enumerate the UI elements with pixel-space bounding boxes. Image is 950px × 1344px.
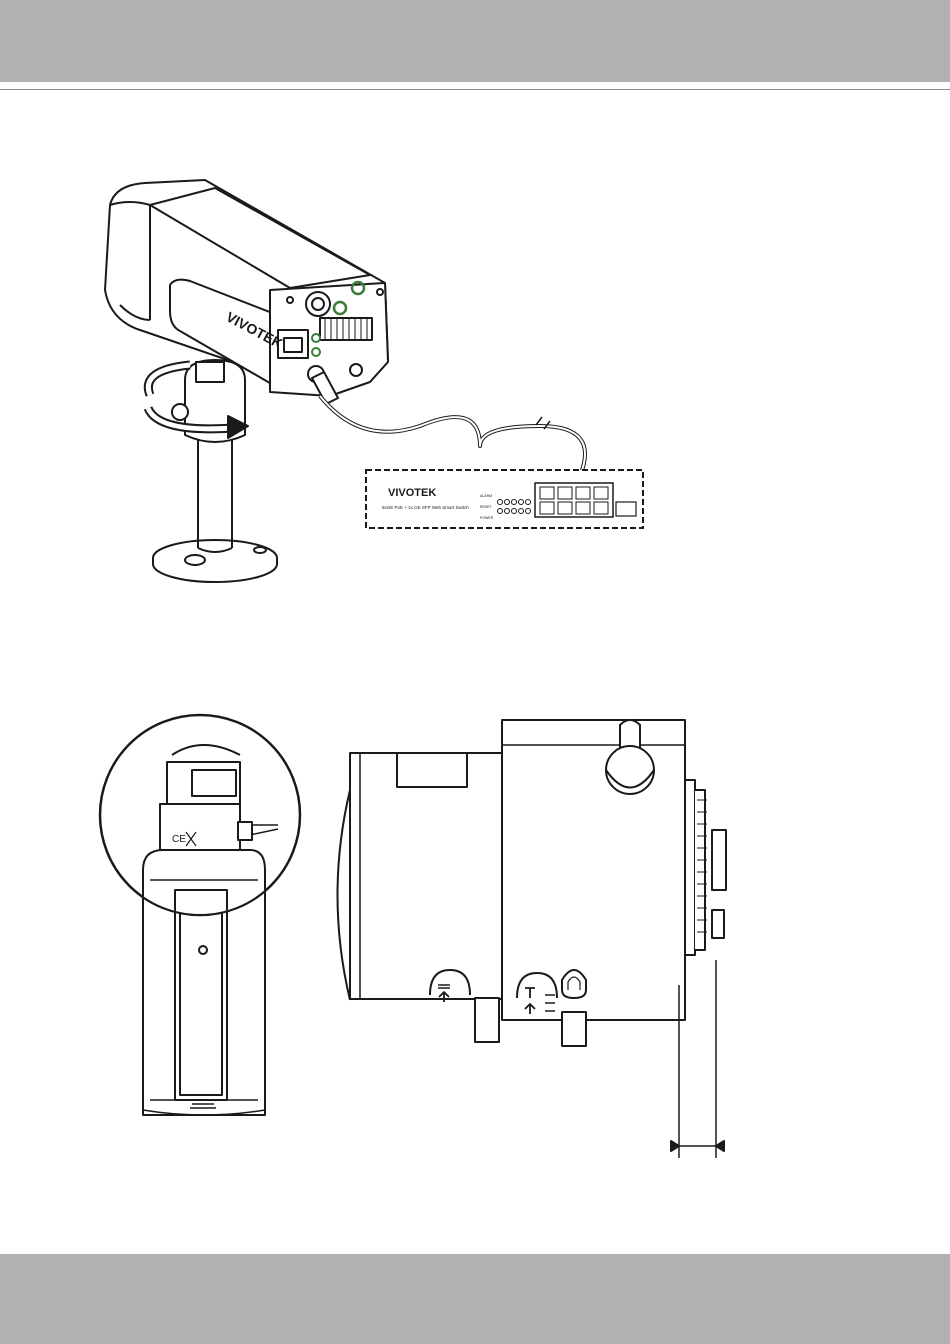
front-recess — [175, 890, 227, 1100]
lens-front-curve — [338, 790, 351, 1000]
lens-upper — [167, 762, 240, 804]
lens-barrel — [350, 753, 502, 999]
camera-front-lens-figure: CE — [0, 0, 950, 1250]
footer-band — [0, 1254, 950, 1344]
zoom-lock — [562, 970, 586, 998]
lens-mount — [685, 780, 695, 955]
focus-knob — [475, 998, 499, 1042]
svg-text:CE: CE — [172, 834, 186, 845]
lens-thread — [695, 790, 705, 950]
